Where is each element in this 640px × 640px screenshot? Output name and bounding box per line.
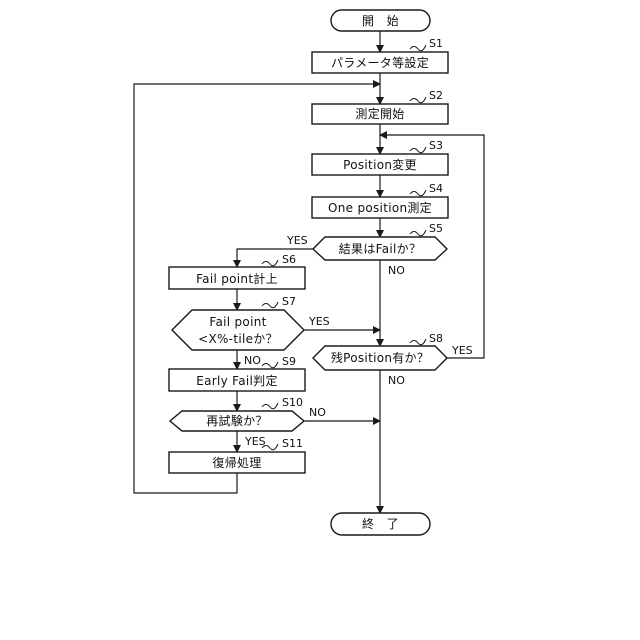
branch-s8-no: NO (388, 374, 405, 387)
node-start: 開 始 (331, 10, 430, 31)
tag-s10: S10 (282, 396, 303, 409)
node-s3-label: Position変更 (343, 157, 417, 172)
node-s2: 測定開始 (312, 104, 448, 124)
node-s9: Early Fail判定 (169, 369, 305, 391)
tag-s3: S3 (429, 139, 443, 152)
tag-s9-leader (262, 362, 278, 368)
branch-s10-no: NO (309, 406, 326, 419)
branch-s10-yes: YES (244, 435, 266, 448)
tag-s2: S2 (429, 89, 443, 102)
node-s8-label: 残Position有か？ (331, 351, 429, 365)
node-s7-label-line2: <X%-tileか？ (198, 332, 278, 346)
node-s4-label: One position測定 (328, 200, 432, 215)
tag-s4-leader (410, 190, 426, 196)
node-s11: 復帰処理 (169, 452, 305, 473)
node-end-label: 終 了 (362, 516, 399, 531)
node-s11-label: 復帰処理 (212, 455, 261, 470)
branch-s7-yes: YES (308, 315, 330, 328)
branch-s5-yes: YES (286, 234, 308, 247)
tag-s4: S4 (429, 182, 443, 195)
tag-s8-leader (410, 339, 426, 345)
tag-s5-leader (410, 230, 426, 236)
tag-s3-leader (410, 147, 426, 153)
tag-s7-leader (262, 302, 278, 308)
node-s7: Fail point <X%-tileか？ (172, 310, 304, 350)
tag-s7: S7 (282, 295, 296, 308)
tag-s6-leader (262, 260, 278, 266)
node-s4: One position測定 (312, 197, 448, 218)
branch-s7-no: NO (244, 354, 261, 367)
tag-s2-leader (410, 97, 426, 103)
node-s6-label: Fail point計上 (196, 271, 278, 286)
node-s2-label: 測定開始 (355, 106, 404, 121)
branch-s5-no: NO (388, 264, 405, 277)
tag-s11: S11 (282, 437, 303, 450)
node-s1-label: パラメータ等設定 (331, 55, 429, 70)
node-s6: Fail point計上 (169, 267, 305, 289)
node-s1: パラメータ等設定 (312, 52, 448, 73)
node-s8: 残Position有か？ (313, 346, 447, 370)
node-end: 終 了 (331, 513, 430, 535)
tag-s5: S5 (429, 222, 443, 235)
node-start-label: 開 始 (362, 14, 399, 28)
tag-s8: S8 (429, 332, 443, 345)
node-s3: Position変更 (312, 154, 448, 175)
tag-s10-leader (262, 403, 278, 409)
tag-s6: S6 (282, 253, 296, 266)
tag-s1: S1 (429, 37, 443, 50)
node-s5: 結果はFailか？ (313, 237, 447, 260)
node-s7-label-line1: Fail point (209, 315, 266, 329)
node-s10-label: 再試験か？ (206, 413, 268, 428)
node-s10: 再試験か？ (170, 411, 304, 431)
tag-s9: S9 (282, 355, 296, 368)
node-s9-label: Early Fail判定 (196, 373, 278, 388)
tag-s1-leader (410, 45, 426, 51)
node-s5-label: 結果はFailか？ (339, 242, 422, 256)
branch-s8-yes: YES (451, 344, 473, 357)
